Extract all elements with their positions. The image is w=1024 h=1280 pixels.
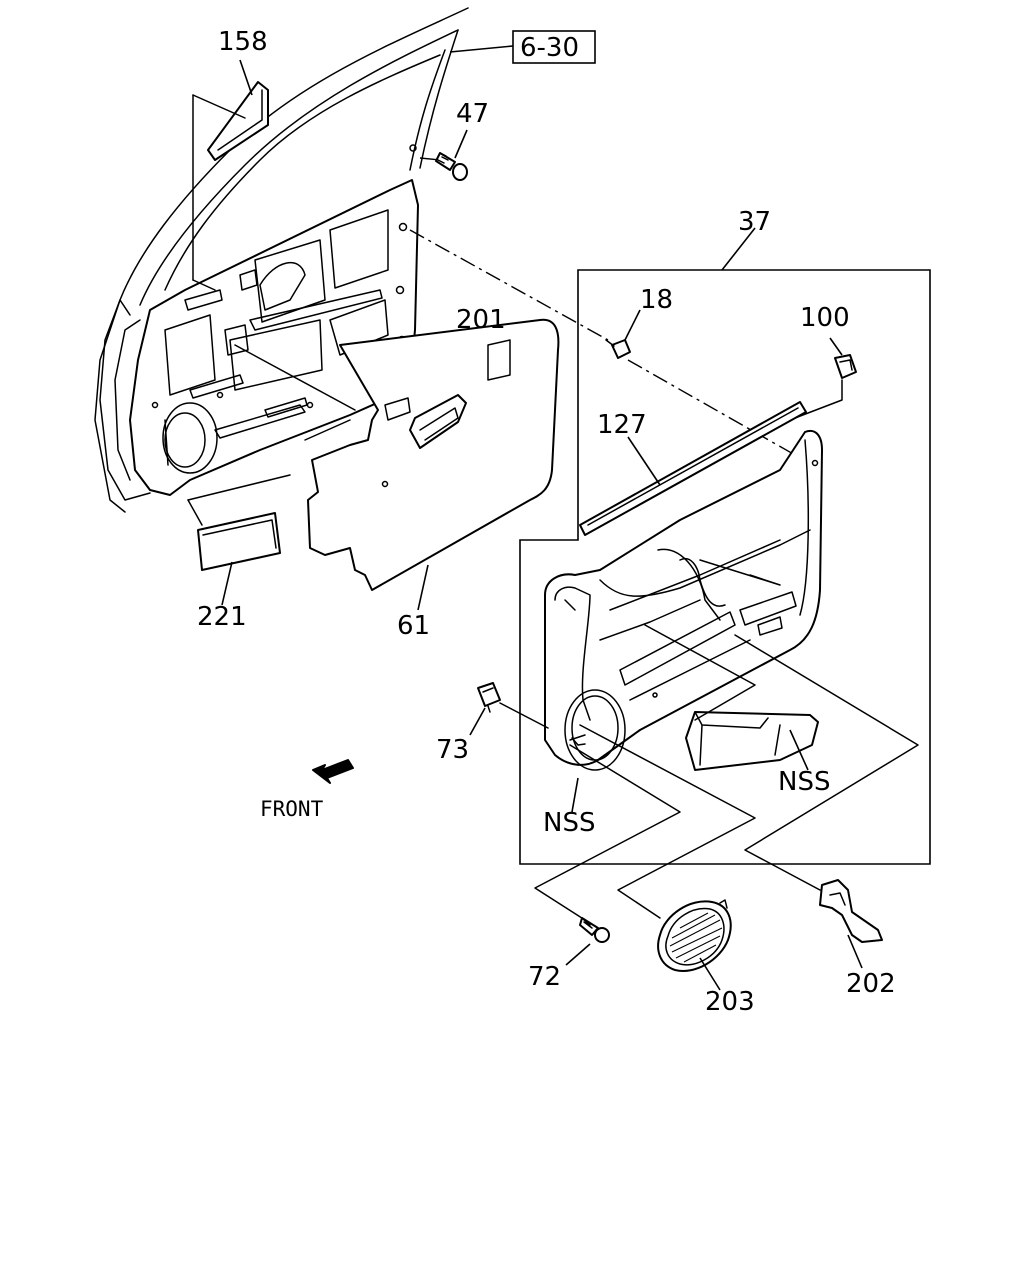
callout-47: 47 xyxy=(456,99,489,129)
callout-201: 201 xyxy=(456,305,506,335)
callout-127: 127 xyxy=(597,410,647,440)
leader-line xyxy=(734,634,919,891)
ref-box-frame xyxy=(512,30,596,64)
leader-line xyxy=(579,724,756,919)
leader-line xyxy=(564,599,576,611)
part-18-clip xyxy=(605,309,641,359)
leader-line xyxy=(644,624,756,721)
callout-203: 203 xyxy=(705,987,755,1017)
part-72-screw xyxy=(565,917,610,966)
callout-221: 221 xyxy=(197,602,247,632)
dash-leader xyxy=(409,229,609,341)
front-label: FRONT xyxy=(260,797,324,821)
callout-72: 72 xyxy=(528,962,561,992)
part-47-bolt xyxy=(419,129,468,181)
part-221-pad xyxy=(187,474,291,606)
callout-202: 202 xyxy=(846,969,896,999)
part-203-speaker-grille xyxy=(657,899,732,991)
part-158-corner-trim xyxy=(192,59,269,291)
leader-line xyxy=(699,559,781,586)
part-61-water-shield xyxy=(307,318,560,611)
door-frame xyxy=(94,7,469,513)
callout-18: 18 xyxy=(640,285,673,315)
leader-line xyxy=(234,344,356,411)
callout-nss-left: NSS xyxy=(543,808,595,838)
front-arrow-icon xyxy=(312,759,354,784)
callout-73: 73 xyxy=(436,735,469,765)
nss-left-leader xyxy=(571,777,579,813)
part-73-clip xyxy=(469,682,549,736)
part-202-bracket xyxy=(819,879,883,969)
part-127-weatherstrip xyxy=(579,401,807,536)
callout-nss-right: NSS xyxy=(778,767,830,797)
part-100-clip xyxy=(794,337,857,419)
assembly-37-box xyxy=(519,227,931,865)
callout-37: 37 xyxy=(738,207,771,237)
door-trim-panel xyxy=(544,430,823,771)
armrest-pocket xyxy=(685,711,819,771)
ref-6-30-leader xyxy=(449,45,514,53)
dash-leader xyxy=(627,359,796,456)
ref-box-label: 6-30 xyxy=(520,33,579,63)
callout-158: 158 xyxy=(218,27,268,57)
callout-100: 100 xyxy=(800,303,850,333)
leader-line xyxy=(304,419,351,441)
labels: 6-30 158 47 37 18 100 201 127 221 61 73 … xyxy=(197,27,896,1017)
grille-mesh xyxy=(669,912,723,963)
leader-line xyxy=(534,744,681,921)
callout-61: 61 xyxy=(397,611,430,641)
